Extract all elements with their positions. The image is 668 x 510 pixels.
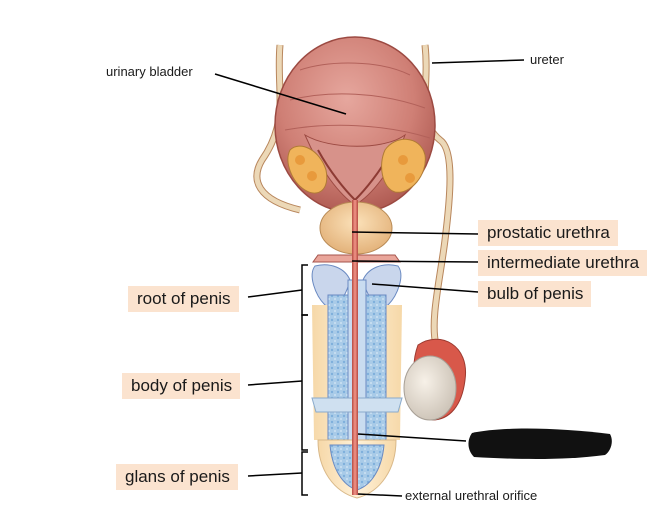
label-glans-of-penis: glans of penis — [116, 464, 238, 490]
leader-external-orifice — [357, 493, 403, 497]
label-external-urethral-orifice: external urethral orifice — [405, 488, 538, 503]
label-spongy-urethra: spongy urethra — [474, 434, 561, 449]
leader-glans-of-penis — [247, 472, 303, 477]
leader-root-of-penis — [247, 289, 303, 298]
testis — [403, 338, 466, 421]
label-intermediate-urethra: intermediate urethra — [478, 250, 648, 276]
ureter-left — [253, 44, 301, 214]
leader-spongy-urethra — [357, 433, 467, 442]
leader-ureter — [431, 59, 525, 64]
label-prostatic-urethra: prostatic urethra — [478, 220, 618, 246]
bracket-root — [301, 264, 308, 316]
leader-urinary-bladder — [214, 73, 347, 115]
leader-bulb-of-penis — [371, 283, 479, 293]
label-ureter: ureter — [530, 52, 564, 67]
bracket-body — [301, 314, 308, 451]
leader-lines — [214, 59, 525, 497]
bracket-glans — [301, 451, 308, 496]
seminal-vesicle-right — [381, 138, 426, 193]
brackets — [301, 264, 308, 496]
label-bulb-of-penis: bulb of penis — [478, 281, 592, 307]
label-urinary-bladder: urinary bladder — [106, 64, 193, 79]
leader-prostatic-urethra — [351, 231, 479, 235]
label-body-of-penis: body of penis — [122, 373, 241, 399]
leader-body-of-penis — [247, 380, 303, 386]
leader-intermediate-urethra — [351, 260, 479, 263]
label-root-of-penis: root of penis — [128, 286, 239, 312]
seminal-vesicle-left — [287, 145, 328, 194]
